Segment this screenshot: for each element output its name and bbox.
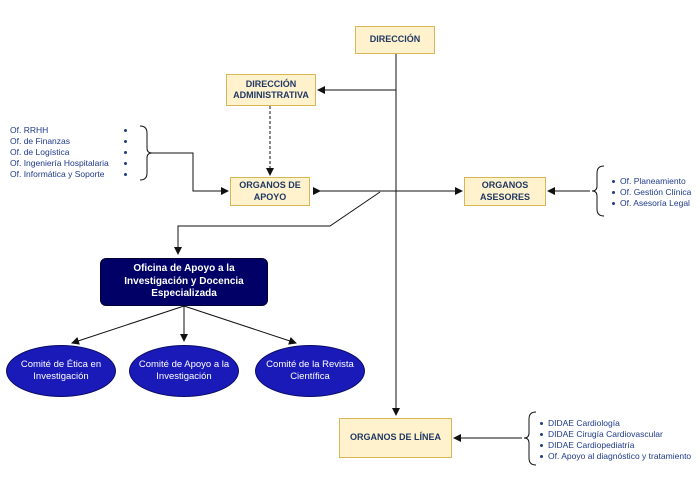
bullet-icon xyxy=(540,433,543,436)
bullet-icon xyxy=(540,422,543,425)
bullet-icon xyxy=(612,202,615,205)
ellipse-comite-etica[interactable]: Comité de Ética en Investigación xyxy=(6,345,116,397)
bullet-icon xyxy=(612,180,615,183)
bullet-icon xyxy=(124,173,127,176)
brace-apoyo xyxy=(139,125,153,181)
list-item: Of. RRHH xyxy=(10,125,49,135)
bullet-icon xyxy=(124,140,127,143)
ellipse-comite-revista[interactable]: Comité de la Revista Científica xyxy=(255,345,365,397)
list-item: DIDAE Cirugía Cardiovascular xyxy=(548,429,663,439)
list-linea: DIDAE Cardiología DIDAE Cirugía Cardiova… xyxy=(548,418,691,462)
list-item: Of. Ingeniería Hospitalaria xyxy=(10,158,109,168)
connector-comite-3 xyxy=(183,305,297,345)
list-item: DIDAE Cardiopediatría xyxy=(548,440,635,450)
bullet-icon xyxy=(612,191,615,194)
list-item: Of. Planeamiento xyxy=(620,176,686,186)
ellipse-comite-apoyo[interactable]: Comité de Apoyo a la Investigación xyxy=(129,345,239,397)
box-direccion-administrativa[interactable]: DIRECCIÓN ADMINISTRATIVA xyxy=(226,74,316,106)
box-oficina-apoyo-investigacion[interactable]: Oficina de Apoyo a la Investigación y Do… xyxy=(100,258,268,306)
bullet-icon xyxy=(124,129,127,132)
list-item: Of. Gestión Clínica xyxy=(620,187,692,197)
brace-linea xyxy=(523,411,537,466)
list-item: Of. Informática y Soporte xyxy=(10,169,105,179)
bullet-icon xyxy=(540,455,543,458)
bullet-icon xyxy=(540,444,543,447)
box-organos-asesores[interactable]: ORGANOS ASESORES xyxy=(464,177,546,206)
list-item: Of. de Logística xyxy=(10,147,70,157)
list-item: Of. Asesoría Legal xyxy=(620,198,690,208)
bullet-icon xyxy=(124,162,127,165)
list-item: Of. de Finanzas xyxy=(10,136,71,146)
list-asesores: Of. Planeamiento Of. Gestión Clínica Of.… xyxy=(620,176,691,209)
bullet-icon xyxy=(124,151,127,154)
list-item: Of. Apoyo al diagnóstico y tratamiento xyxy=(548,451,692,461)
connector-apoyo-list xyxy=(150,152,229,195)
list-item: DIDAE Cardiología xyxy=(548,418,620,428)
box-organos-apoyo[interactable]: ORGANOS DE APOYO xyxy=(230,177,310,206)
brace-asesores xyxy=(591,165,605,217)
box-direccion[interactable]: DIRECCIÓN xyxy=(355,26,435,54)
connector-comite-1 xyxy=(71,305,185,345)
list-apoyo: Of. RRHH Of. de Finanzas Of. de Logístic… xyxy=(10,125,109,180)
connector-oficina xyxy=(174,191,381,255)
box-organos-linea[interactable]: ORGANOS DE LÍNEA xyxy=(339,418,452,458)
